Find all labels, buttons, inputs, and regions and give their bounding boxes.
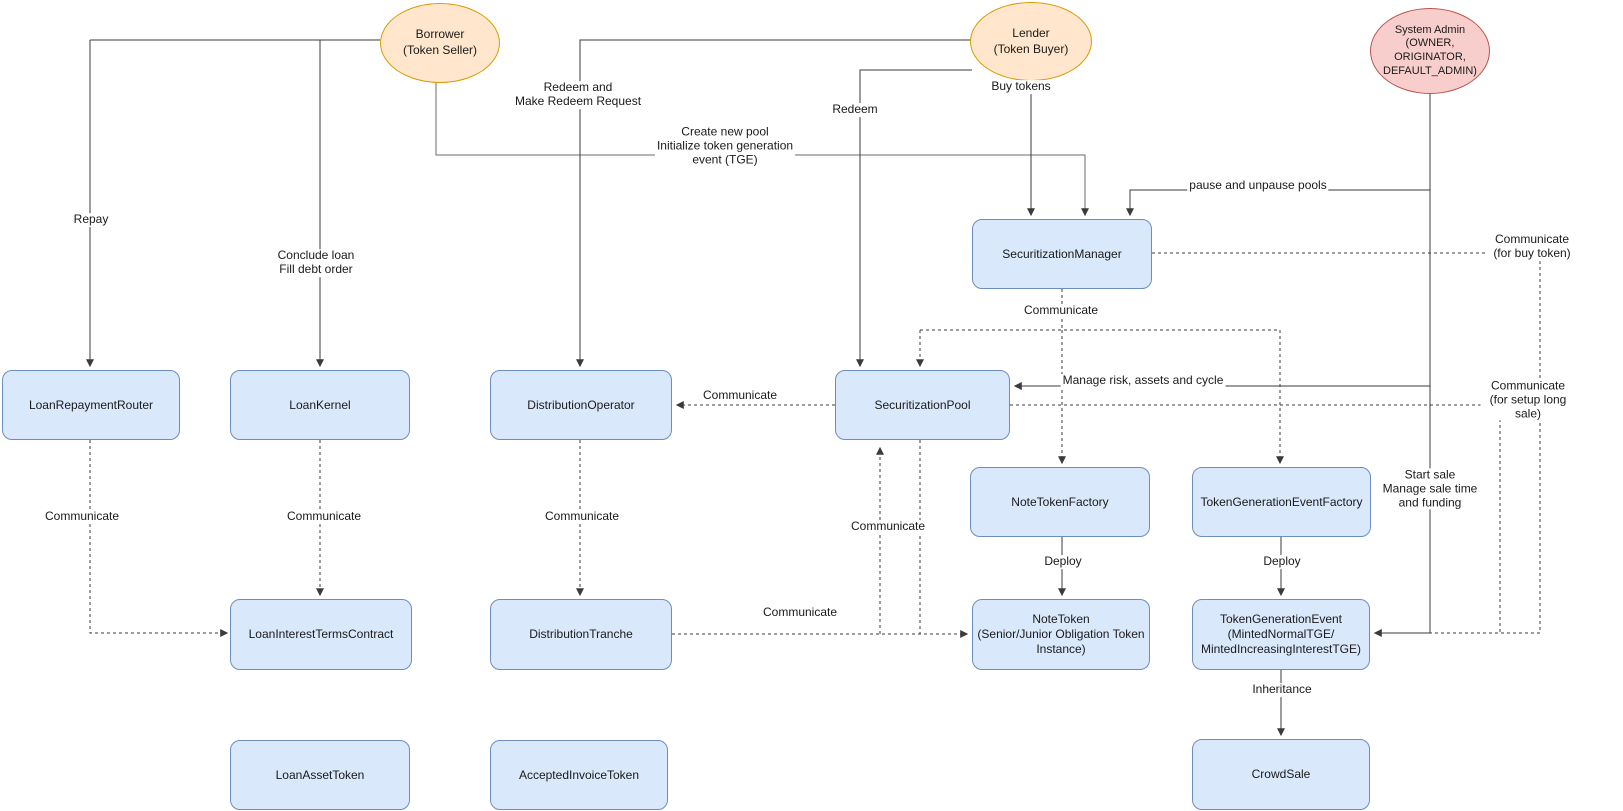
node-loan-kernel: LoanKernel <box>230 370 410 440</box>
node-lender: Lender (Token Buyer) <box>970 2 1092 81</box>
edge-label-communicate-pool-operator: Communicate <box>700 388 780 403</box>
node-borrower: Borrower (Token Seller) <box>380 3 500 83</box>
edge-label-communicate-setup-long-sale: Communicate (for setup long sale) <box>1480 378 1576 421</box>
edge-label-repay: Repay <box>71 212 111 227</box>
node-token-generation-event-factory: TokenGenerationEventFactory <box>1192 467 1371 537</box>
node-securitization-manager: SecuritizationManager <box>972 219 1152 289</box>
node-loan-interest-terms-contract: LoanInterestTermsContract <box>230 599 412 670</box>
edge-label-manage-risk: Manage risk, assets and cycle <box>1060 373 1226 388</box>
edge-label-communicate-kernel: Communicate <box>284 509 364 524</box>
edge-communicate-buy-token <box>1152 252 1541 634</box>
node-distribution-tranche: DistributionTranche <box>490 599 672 670</box>
node-note-token-factory: NoteTokenFactory <box>970 467 1150 537</box>
edge-label-inheritance: Inheritance <box>1250 682 1314 697</box>
node-token-generation-event: TokenGenerationEvent (MintedNormalTGE/ M… <box>1192 599 1370 670</box>
node-loan-asset-token: LoanAssetToken <box>230 740 410 810</box>
node-loan-repayment-router: LoanRepaymentRouter <box>2 370 180 440</box>
edge-label-communicate-buy-token: Communicate (for buy token) <box>1486 232 1578 261</box>
edge-label-buy-tokens: Buy tokens <box>989 79 1053 94</box>
edge-label-communicate-operator: Communicate <box>542 509 622 524</box>
edge-communicate-setup-long-sale <box>1010 404 1501 633</box>
edge-label-create-new-pool: Create new pool Initialize token generat… <box>654 124 796 167</box>
edge-label-deploy-note: Deploy <box>1042 554 1084 569</box>
edge-label-conclude-loan: Conclude loan Fill debt order <box>275 248 357 277</box>
edge-redeem-and-request <box>576 39 972 368</box>
node-distribution-operator: DistributionOperator <box>490 370 672 440</box>
edge-router-communicate <box>89 440 229 637</box>
edge-pause-unpause <box>1126 189 1430 217</box>
edge-label-communicate-router: Communicate <box>42 509 122 524</box>
node-crowd-sale: CrowdSale <box>1192 739 1370 810</box>
node-system-admin: System Admin (OWNER, ORIGINATOR, DEFAULT… <box>1370 8 1490 94</box>
edge-redeem <box>856 69 972 368</box>
edge-label-pause-unpause: pause and unpause pools <box>1187 178 1329 193</box>
node-securitization-pool: SecuritizationPool <box>835 370 1010 440</box>
edge-label-communicate-tranche-note: Communicate <box>760 605 840 620</box>
edge-label-communicate-manager: Communicate <box>1021 303 1101 318</box>
node-accepted-invoice-token: AcceptedInvoiceToken <box>490 740 668 810</box>
edge-label-deploy-tge: Deploy <box>1261 554 1303 569</box>
node-note-token: NoteToken (Senior/Junior Obligation Toke… <box>972 599 1150 670</box>
edge-label-redeem-and-request: Redeem and Make Redeem Request <box>512 80 644 109</box>
edge-label-communicate-pool-up: Communicate <box>848 519 928 534</box>
edge-label-start-sale: Start sale Manage sale time and funding <box>1380 467 1480 510</box>
edge-label-redeem: Redeem <box>830 102 880 117</box>
